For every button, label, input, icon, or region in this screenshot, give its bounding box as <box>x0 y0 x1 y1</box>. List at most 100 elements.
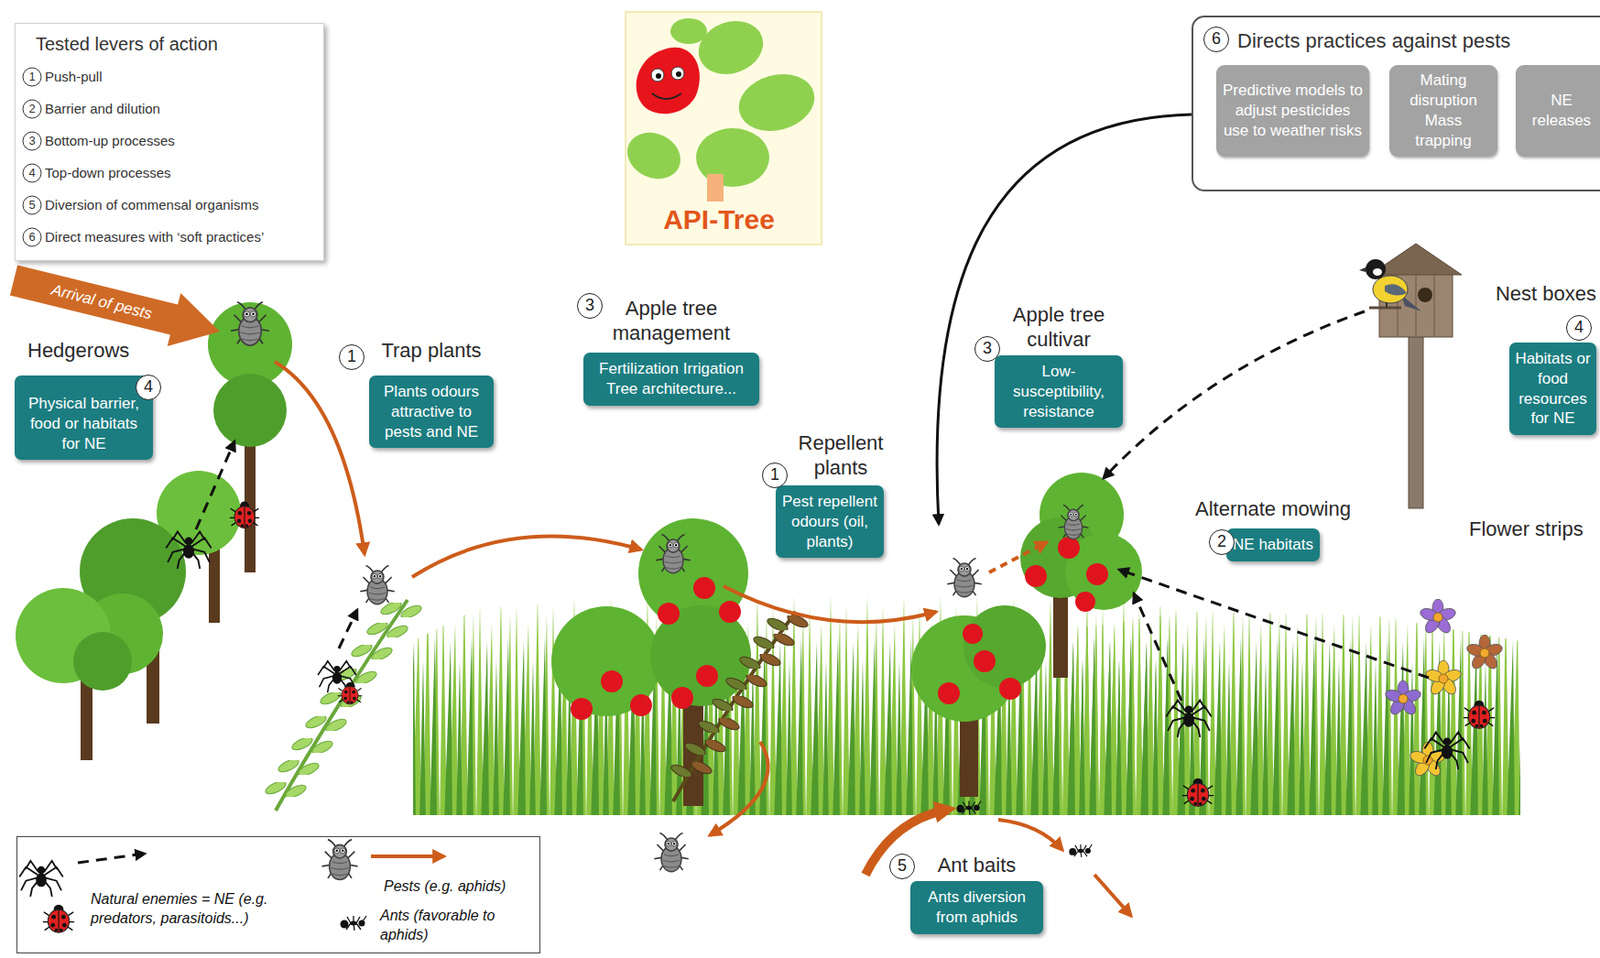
lever-item: Top-down processes <box>22 156 313 189</box>
apple-tree-part <box>937 623 1022 705</box>
logo-part <box>675 71 682 77</box>
box-text: Ants diversion from aphids <box>915 887 1038 928</box>
lever-item: Bottom-up processes <box>22 124 313 157</box>
trap-plant-part <box>276 756 321 778</box>
nest-box-part <box>1369 306 1402 310</box>
enemy-arrows-part <box>338 609 358 649</box>
critters-part <box>230 302 270 346</box>
bird-part <box>1385 302 1388 308</box>
bird-part <box>1365 259 1386 280</box>
lever-item: Push-pull <box>22 60 313 93</box>
logo-part <box>652 93 682 99</box>
apple-tree-part-part <box>962 623 983 644</box>
nest-box <box>1369 243 1462 509</box>
box-text: Plants odours attractive to pests and NE <box>374 381 489 442</box>
critters-part <box>1068 844 1092 858</box>
lever-item: Diversion of commensal organisms <box>22 188 313 221</box>
legend-ground-part <box>16 836 541 954</box>
pest-arrows-part <box>989 542 1047 573</box>
logo-part <box>636 47 700 115</box>
lever-item: Barrier and dilution <box>22 92 313 125</box>
callout-number: 3 <box>22 130 43 151</box>
legend-text: Natural enemies = NE (e.g. predators, pa… <box>90 891 268 926</box>
box-heading: Trap plants <box>380 338 481 363</box>
trap-plant-part <box>263 778 308 800</box>
apple-tree-part-part <box>657 602 680 625</box>
logo-part <box>651 68 664 82</box>
bird-part <box>1372 268 1383 276</box>
repellent-plant-part <box>738 650 783 672</box>
practice-panel: Directs practices against pestsPredictiv… <box>1191 15 1600 192</box>
box-heading: Apple tree management <box>593 296 750 346</box>
legend-text: Pests (e.g. aphids) <box>383 878 506 894</box>
repellent-plant-part <box>669 758 714 780</box>
repellent-plant <box>669 611 810 802</box>
callout-number: 3 <box>974 336 1001 362</box>
apple-tree-part <box>1053 595 1068 678</box>
callout-number: 4 <box>135 374 162 401</box>
critters-part <box>359 565 395 605</box>
callout-number: 4 <box>22 163 43 183</box>
legend-samples-part <box>340 915 368 931</box>
legend-samples-part <box>370 854 445 859</box>
hedgerow-trees <box>15 302 293 761</box>
legend-samples-part <box>20 860 64 896</box>
logo-part <box>625 11 822 245</box>
logo-part-part <box>732 65 822 140</box>
callout-number: 1 <box>22 66 43 87</box>
callout-number: 4 <box>1566 315 1592 341</box>
box-heading: Repellent plants <box>785 431 896 480</box>
repellent-plant-part <box>696 714 741 736</box>
legend-samples-part <box>43 904 75 934</box>
callout-number: 1 <box>761 462 788 489</box>
box-heading: Hedgerows <box>27 338 130 363</box>
logo <box>620 11 822 245</box>
hedgerow-trees-part <box>73 631 132 691</box>
flower-strip <box>1383 598 1504 779</box>
flower-strip-part <box>1465 634 1504 672</box>
bird-part <box>1359 267 1366 273</box>
callout-number: 2 <box>1208 529 1235 556</box>
lever-item: Direct measures with ‘soft practices’ <box>22 220 313 253</box>
enemy-arrows-part <box>1133 593 1182 701</box>
logo-text: API-Tree <box>663 204 775 236</box>
apple-tree-part-part <box>1086 563 1109 586</box>
trap-plant-part <box>349 641 394 663</box>
critters-part <box>655 534 691 574</box>
repellent-plant-part <box>683 736 728 758</box>
critters-part <box>1166 699 1212 737</box>
trap-plant-part <box>379 598 424 621</box>
lever-box: HedgerowsPhysical barrier, food or habit… <box>14 375 153 460</box>
critters-part <box>1463 700 1495 730</box>
box-heading: Apple tree cultivar <box>999 303 1119 352</box>
apple-tree-part-part <box>937 682 960 705</box>
callout-number: 5 <box>889 853 915 880</box>
levers-legend-box: Tested levers of actionPush-pullBarrier … <box>14 22 325 262</box>
apple-tree-part-part <box>671 686 694 709</box>
box-text: Habitats or food resources for NE <box>1514 348 1591 429</box>
apple-tree <box>911 605 1046 797</box>
grass-part <box>1053 611 1521 816</box>
logo-part <box>671 66 685 80</box>
logo-part <box>707 174 724 202</box>
arrival-arrow-part <box>10 265 220 348</box>
logo-part-part <box>670 18 708 44</box>
repellent-plant-part <box>710 692 755 714</box>
enemy-arrows-part <box>1119 569 1429 678</box>
repellent-plant-part <box>673 611 796 802</box>
flower-strip-part <box>1424 660 1463 697</box>
lever-box: Repellent plantsPest repellent odours (o… <box>775 485 884 558</box>
callout-number: 6 <box>22 227 43 247</box>
panel-title: Tested levers of action <box>35 31 313 57</box>
hedgerow-trees-part <box>213 373 287 447</box>
box-text: Low-susceptibility, resistance <box>1000 361 1118 422</box>
pest-arrows-part <box>998 819 1063 850</box>
panel-title: Directs practices against pests <box>1237 28 1600 55</box>
flower-strip-part <box>1383 680 1423 718</box>
callout-number: 6 <box>1203 26 1230 53</box>
bird-part <box>1384 283 1407 295</box>
lever-box: Apple tree managementFertilization Irrig… <box>583 352 760 406</box>
apple-tree-part-part <box>973 650 996 673</box>
pest-arrows-part <box>274 361 365 555</box>
legend-ground <box>16 836 541 954</box>
